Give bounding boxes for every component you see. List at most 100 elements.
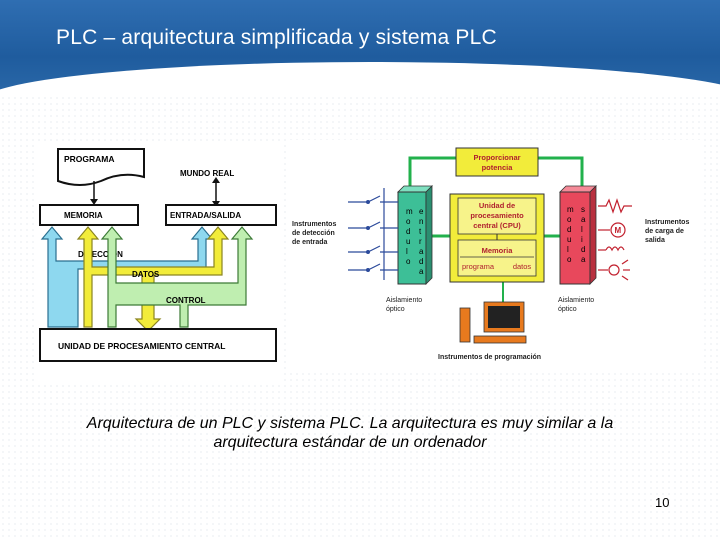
datos-label: DATOS xyxy=(132,270,160,279)
aislamiento-input-label-2: óptico xyxy=(386,306,405,313)
input-module-letter: l xyxy=(406,247,408,256)
motor-symbol: M xyxy=(615,226,622,235)
memoria-label: MEMORIA xyxy=(64,211,103,220)
cpu-label-1: Unidad de xyxy=(479,201,515,210)
switch-contact xyxy=(366,250,370,254)
plc-architecture-svg: PROGRAMA MUNDO REAL MEMORIA ENTRADA/SALI… xyxy=(39,148,277,362)
lamp-ray xyxy=(621,275,629,281)
mundo-real-label: MUNDO REAL xyxy=(180,169,234,178)
input-module xyxy=(397,191,427,285)
input-label-3: de entrada xyxy=(292,239,328,246)
output-module-side xyxy=(589,185,597,285)
memory-label: Memoria xyxy=(482,246,514,255)
datos-bus xyxy=(76,226,230,332)
switch-contact xyxy=(366,200,370,204)
input-module-letter: t xyxy=(419,227,422,236)
wire-output-top xyxy=(538,156,584,188)
output-label-3: salida xyxy=(645,237,665,244)
input-module-letter: n xyxy=(419,217,423,226)
aislamiento-output-label-1: Aislamiento xyxy=(558,297,594,304)
output-module-letter: a xyxy=(581,255,586,264)
aislamiento-input-label-1: Aislamiento xyxy=(386,297,422,304)
page-number: 10 xyxy=(655,495,670,510)
caption-line-1: Arquitectura de un PLC y sistema PLC. La… xyxy=(86,415,614,432)
programa-label: PROGRAMA xyxy=(64,154,115,164)
output-module-letter: d xyxy=(581,245,585,254)
lamp-ray xyxy=(621,259,629,265)
input-module-letter: m xyxy=(406,207,413,216)
output-module-letter: m xyxy=(567,205,574,214)
cpu-label-2: procesamiento xyxy=(470,211,524,220)
output-module-letter: l xyxy=(567,245,569,254)
input-module-letter: o xyxy=(406,257,411,266)
programa-document-shape xyxy=(57,148,145,186)
input-label-2: de detección xyxy=(292,230,335,237)
input-module-letter: d xyxy=(419,257,423,266)
caption-line-2: arquitectura estándar de un ordenador xyxy=(213,434,487,451)
entrada-salida-label: ENTRADA/SALIDA xyxy=(170,211,241,220)
proporcionar-label-2: potencia xyxy=(482,163,514,172)
switch-contact xyxy=(366,226,370,230)
memory-inner-box xyxy=(457,239,537,277)
output-load-devices xyxy=(598,198,632,281)
output-module-letter: l xyxy=(581,225,583,234)
input-module-letter: a xyxy=(419,267,424,276)
cpu-label-3: central (CPU) xyxy=(473,221,521,230)
entrada-salida-box xyxy=(165,204,277,226)
output-label-2: de carga de xyxy=(645,228,684,235)
input-module-letter: r xyxy=(419,237,422,246)
input-module-letter: e xyxy=(419,207,424,216)
input-module-letter: d xyxy=(406,227,410,236)
output-module-letter: o xyxy=(567,255,572,264)
output-module-letter: s xyxy=(581,205,585,214)
plc-system-svg: Proporcionar potencia m o d u l o e n t … xyxy=(292,147,689,361)
slide-caption: Arquitectura de un PLC y sistema PLC. La… xyxy=(40,414,660,452)
output-module-letter: a xyxy=(581,215,586,224)
output-label-1: Instrumentos xyxy=(645,219,689,226)
output-module-letter: d xyxy=(567,225,571,234)
plc-architecture-diagram: PROGRAMA MUNDO REAL MEMORIA ENTRADA/SALI… xyxy=(38,143,280,381)
memory-program-label: programa xyxy=(462,262,495,271)
memory-data-label: datos xyxy=(513,262,532,271)
unidad-procesamiento-box xyxy=(39,328,277,362)
switch-contact xyxy=(366,268,370,272)
computer-keyboard xyxy=(473,335,527,344)
input-label-1: Instrumentos xyxy=(292,221,336,228)
switch-4-blade xyxy=(367,263,381,271)
plc-system-diagram: Proporcionar potencia m o d u l o e n t … xyxy=(288,140,700,372)
memoria-box xyxy=(39,204,139,226)
header-wave xyxy=(0,62,720,95)
computer-tower xyxy=(459,307,471,343)
control-bus xyxy=(100,226,254,328)
input-module-letter: o xyxy=(406,217,411,226)
programming-computer-icon xyxy=(459,301,527,344)
computer-screen xyxy=(488,306,520,328)
unidad-procesamiento-label: UNIDAD DE PROCESAMIENTO CENTRAL xyxy=(58,341,226,351)
programa-arrow-head xyxy=(90,199,98,205)
slide-header: PLC – arquitectura simplificada y sistem… xyxy=(0,0,720,95)
switch-1-blade xyxy=(367,195,381,203)
wire-input-top xyxy=(408,156,456,188)
input-module-side xyxy=(425,185,433,285)
output-module xyxy=(559,191,591,285)
input-module-letters: m o d u l o e n t r a d a xyxy=(406,207,424,276)
switch-contacts xyxy=(366,200,370,272)
lamp-icon xyxy=(608,264,620,276)
proporcionar-potencia-box xyxy=(455,147,539,177)
resistor-icon xyxy=(598,198,632,214)
output-module-letter: i xyxy=(581,235,583,244)
input-module-letter: u xyxy=(406,237,410,246)
proporcionar-label-1: Proporcionar xyxy=(473,153,520,162)
direccion-label: DIRECCIÓN xyxy=(78,250,123,259)
cpu-inner-box xyxy=(457,197,537,235)
mundo-real-arrow-head-up xyxy=(212,177,220,183)
control-label: CONTROL xyxy=(166,296,206,305)
input-module-letter: a xyxy=(419,247,424,256)
programming-instruments-label: Instrumentos de programación xyxy=(438,354,541,361)
output-module-letter: u xyxy=(567,235,571,244)
input-sensor-switches xyxy=(348,188,398,280)
coil-icon xyxy=(605,246,625,252)
aislamiento-output-label-2: óptico xyxy=(558,306,577,313)
motor-icon xyxy=(610,222,626,238)
slide-title: PLC – arquitectura simplificada y sistem… xyxy=(56,26,497,49)
